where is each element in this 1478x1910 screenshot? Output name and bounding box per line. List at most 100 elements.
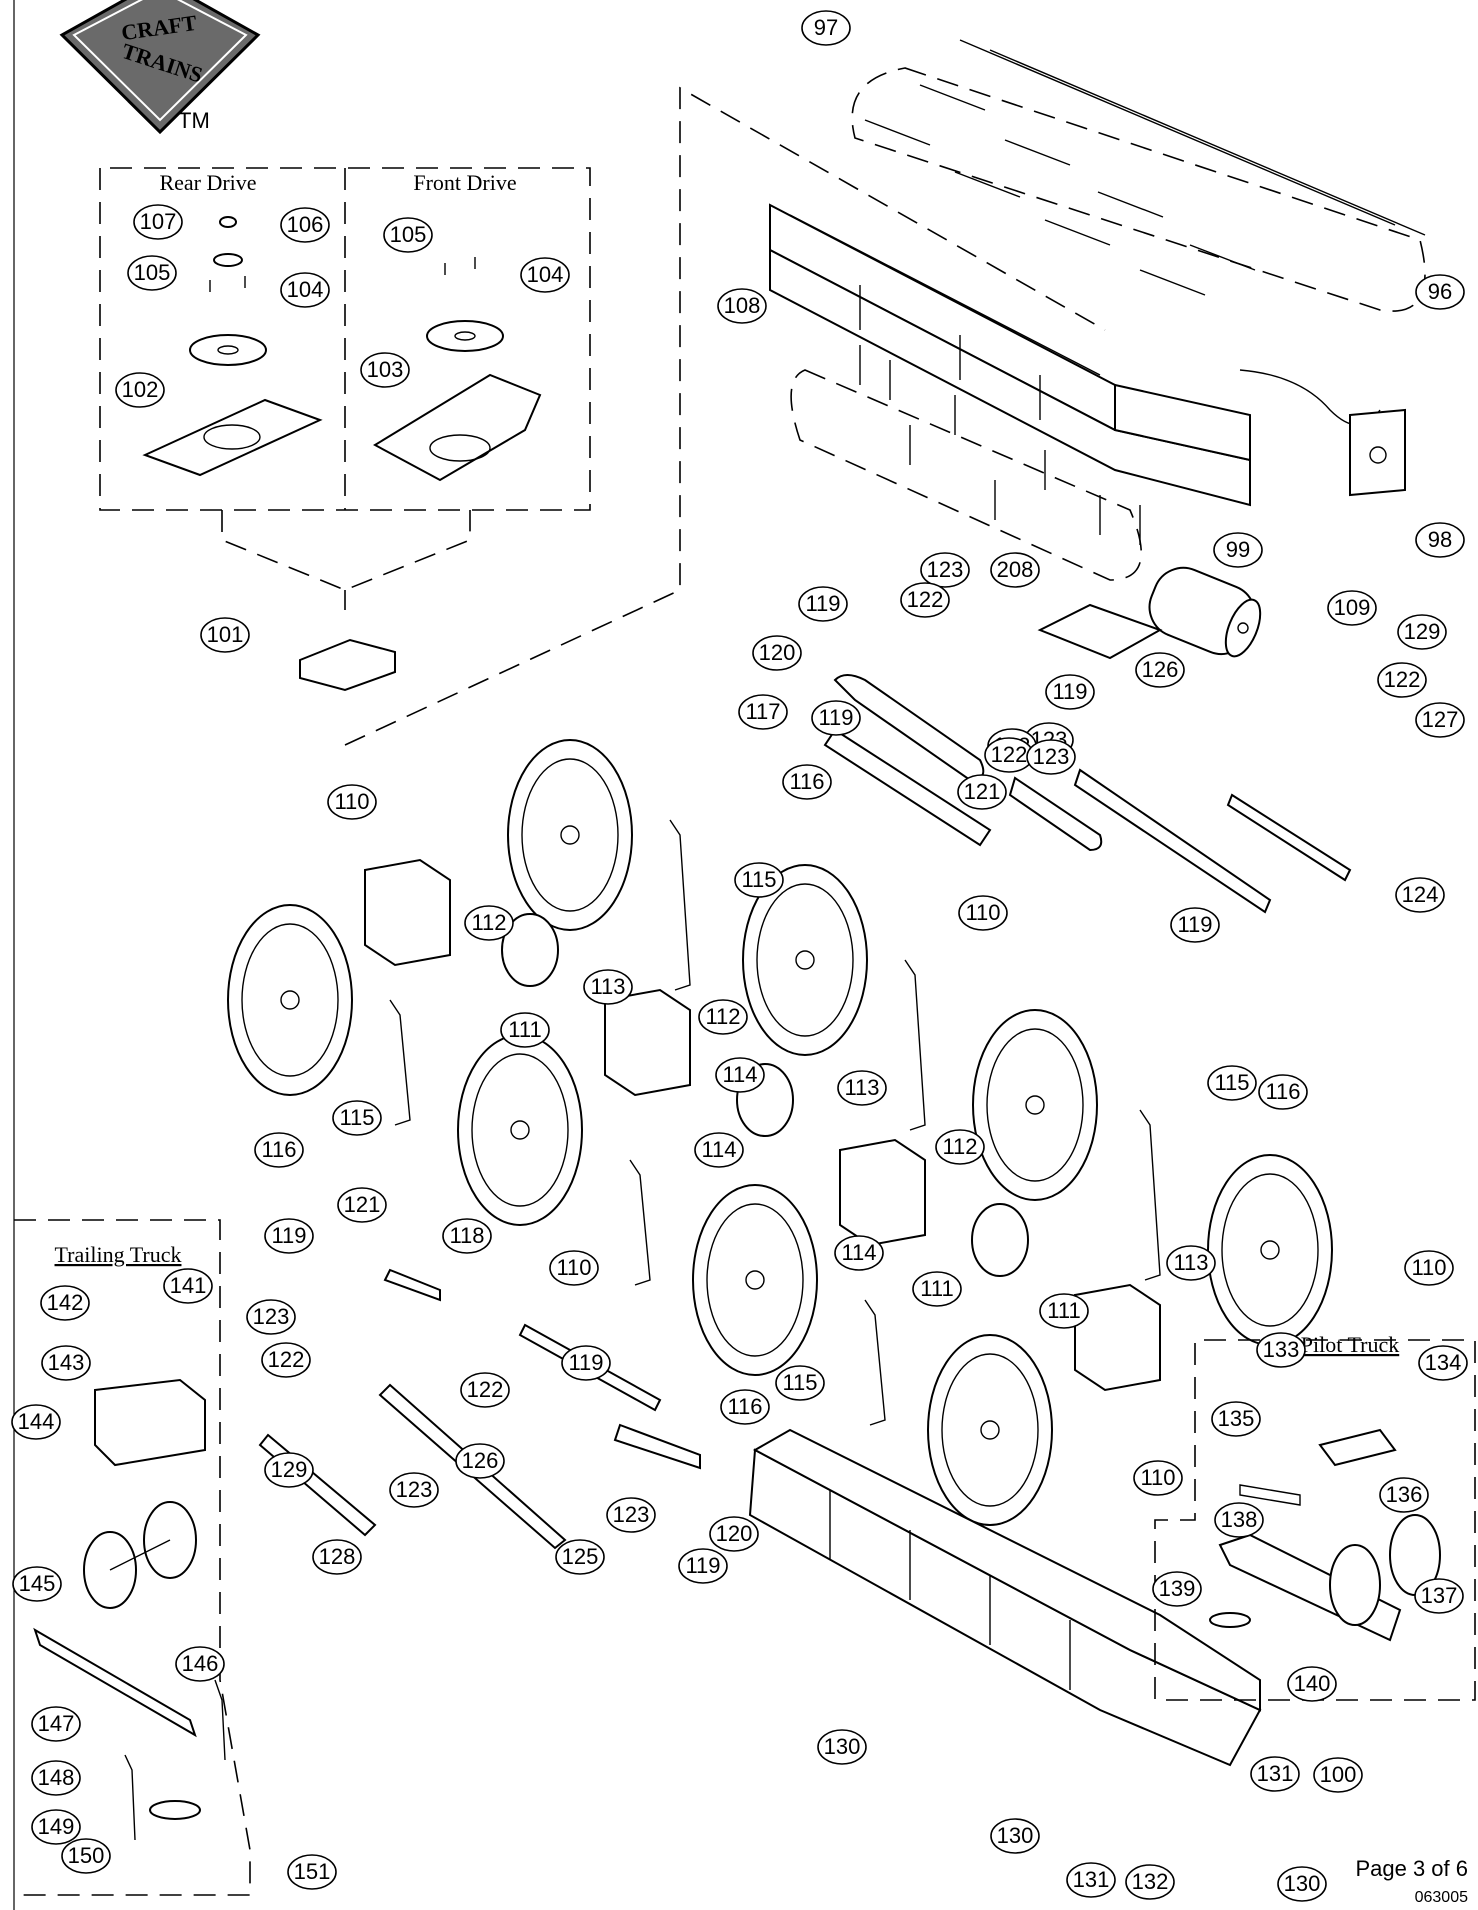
callout-131: 131 — [1250, 1756, 1300, 1792]
trailing-truck-box: Trailing Truck — [14, 1219, 251, 1896]
front-drive-parts — [372, 257, 542, 482]
callout-label: 143 — [48, 1350, 85, 1375]
callout-126: 126 — [1135, 652, 1185, 688]
callout-151: 151 — [287, 1854, 337, 1890]
callout-label: 115 — [782, 1370, 817, 1395]
callout-label: 119 — [271, 1223, 306, 1248]
callout-label: 135 — [1218, 1406, 1255, 1431]
callout-122: 122 — [1377, 662, 1427, 698]
callout-label: 110 — [965, 900, 1000, 925]
callout-129: 129 — [264, 1452, 314, 1488]
callout-label: 124 — [1402, 882, 1439, 907]
callout-label: 118 — [449, 1223, 484, 1248]
callout-136: 136 — [1379, 1477, 1429, 1513]
callout-126: 126 — [455, 1443, 505, 1479]
callout-label: 97 — [814, 15, 838, 40]
callout-148: 148 — [31, 1760, 81, 1796]
callout-label: 129 — [271, 1457, 308, 1482]
callout-133: 133 — [1256, 1332, 1306, 1368]
callout-98: 98 — [1415, 522, 1465, 558]
callout-label: 144 — [18, 1409, 55, 1434]
callout-118: 118 — [442, 1218, 492, 1254]
callout-label: 113 — [590, 974, 625, 999]
callout-107: 107 — [133, 204, 183, 240]
callout-label: 208 — [997, 557, 1034, 582]
callout-142: 142 — [40, 1285, 90, 1321]
callout-130: 130 — [990, 1818, 1040, 1854]
callout-120: 120 — [752, 635, 802, 671]
callout-123: 123 — [920, 552, 970, 588]
callout-128: 128 — [312, 1539, 362, 1575]
callout-label: 128 — [319, 1544, 356, 1569]
callout-label: 150 — [68, 1843, 105, 1868]
callout-122: 122 — [984, 737, 1034, 773]
main-frame — [748, 1428, 1262, 1767]
callout-135: 135 — [1211, 1401, 1261, 1437]
callout-label: 114 — [722, 1062, 757, 1087]
callout-label: 96 — [1428, 279, 1452, 304]
callout-114: 114 — [715, 1057, 765, 1093]
callout-label: 130 — [997, 1823, 1034, 1848]
callout-label: 119 — [805, 591, 840, 616]
callout-label: 105 — [134, 260, 171, 285]
callout-130: 130 — [817, 1729, 867, 1765]
callout-134: 134 — [1418, 1345, 1468, 1381]
callout-122: 122 — [900, 582, 950, 618]
callout-label: 119 — [1177, 912, 1212, 937]
callout-label: 102 — [122, 377, 159, 402]
callout-143: 143 — [41, 1345, 91, 1381]
callout-label: 122 — [907, 587, 944, 612]
contact-plates — [790, 345, 1143, 581]
callout-105: 105 — [383, 217, 433, 253]
trailing-truck-title: Trailing Truck — [55, 1242, 182, 1267]
callout-label: 119 — [1052, 679, 1087, 704]
callout-label: 101 — [207, 622, 244, 647]
callout-117: 117 — [738, 694, 788, 730]
drive-box: Rear Drive Front Drive — [99, 86, 1106, 746]
callout-label: 105 — [390, 222, 427, 247]
callout-label: 116 — [261, 1137, 296, 1162]
callout-label: 121 — [964, 779, 1001, 804]
rear-drive-title: Rear Drive — [159, 170, 256, 195]
callout-150: 150 — [61, 1838, 111, 1874]
callout-113: 113 — [583, 969, 633, 1005]
callout-label: 138 — [1221, 1507, 1258, 1532]
callout-129: 129 — [1397, 614, 1447, 650]
callout-116: 116 — [254, 1132, 304, 1168]
callout-label: 122 — [1384, 667, 1421, 692]
callout-112: 112 — [698, 999, 748, 1035]
callout-120: 120 — [709, 1516, 759, 1552]
callout-208: 208 — [990, 552, 1040, 588]
callout-label: 111 — [508, 1017, 541, 1042]
callout-label: 136 — [1386, 1482, 1423, 1507]
callout-124: 124 — [1395, 877, 1445, 913]
callout-label: 125 — [562, 1544, 599, 1569]
callout-label: 115 — [1214, 1070, 1249, 1095]
callout-label: 137 — [1421, 1583, 1458, 1608]
callout-label: 106 — [287, 212, 324, 237]
callout-label: 123 — [613, 1502, 650, 1527]
callout-130: 130 — [1277, 1866, 1327, 1902]
pc-board — [1239, 369, 1406, 497]
callout-label: 131 — [1257, 1761, 1294, 1786]
callout-96: 96 — [1415, 274, 1465, 310]
pilot-truck-box: Pilot Truck — [1154, 1332, 1476, 1701]
callout-146: 146 — [175, 1646, 225, 1682]
chassis-shell — [769, 203, 1251, 507]
callout-label: 120 — [716, 1521, 753, 1546]
callout-label: 134 — [1425, 1350, 1462, 1375]
callout-108: 108 — [717, 288, 767, 324]
brake-shoes — [389, 819, 1161, 1426]
pilot-truck-title: Pilot Truck — [1301, 1332, 1399, 1357]
callout-label: 116 — [727, 1394, 762, 1419]
callout-label: 116 — [789, 769, 824, 794]
callout-label: 108 — [724, 293, 761, 318]
foam-pad — [1037, 603, 1163, 660]
callout-label: 122 — [467, 1377, 504, 1402]
callout-label: 127 — [1422, 707, 1459, 732]
callout-115: 115 — [775, 1365, 825, 1401]
callout-121: 121 — [957, 774, 1007, 810]
callout-label: 123 — [1033, 744, 1070, 769]
callout-label: 117 — [745, 699, 780, 724]
callout-101: 101 — [200, 617, 250, 653]
